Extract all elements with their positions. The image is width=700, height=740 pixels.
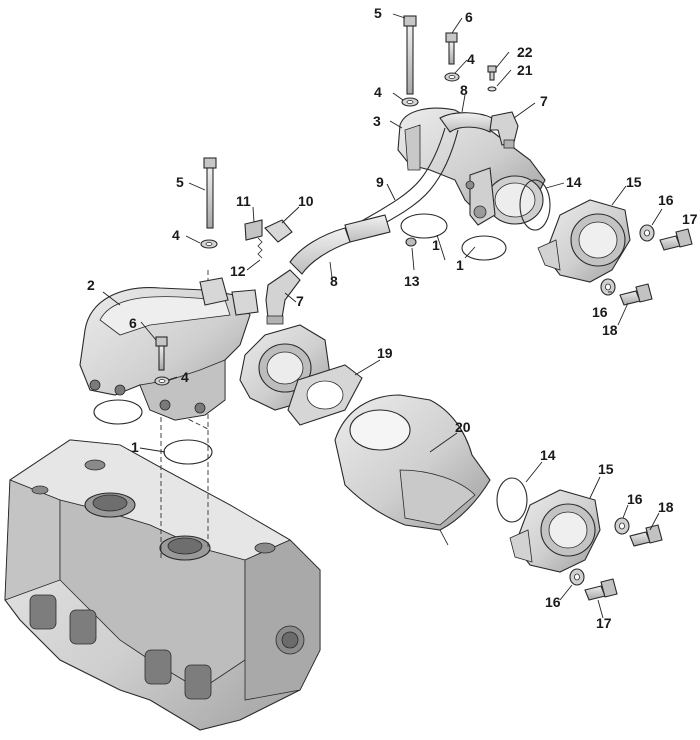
hose-clamp (244, 219, 293, 259)
callout-5: 5 (176, 174, 184, 190)
callout-8: 8 (460, 82, 468, 98)
callout-13: 13 (404, 273, 420, 289)
callout-17: 17 (596, 615, 612, 631)
callout-4: 4 (467, 51, 475, 67)
callout-4: 4 (374, 84, 382, 100)
callout-15: 15 (598, 461, 614, 477)
flange-bolts (584, 228, 693, 601)
elbow-fitting-lower (265, 269, 301, 325)
leader-lines (102, 13, 663, 619)
callout-11: 11 (236, 193, 251, 209)
short-bolts (155, 32, 458, 371)
callout-16: 16 (658, 192, 674, 208)
callout-7: 7 (296, 293, 304, 309)
sensor-plug (405, 237, 417, 247)
callout-labels: 5 6 22 4 21 4 8 7 3 9 14 15 16 17 5 11 1… (87, 5, 698, 631)
callout-1: 1 (131, 439, 139, 455)
callout-22: 22 (517, 44, 533, 60)
coolant-hose-upper (354, 112, 493, 238)
callout-21: 21 (517, 62, 533, 78)
o-rings (93, 213, 507, 465)
gasket (287, 364, 363, 426)
intake-manifold-left (79, 277, 259, 421)
callout-16: 16 (592, 304, 608, 320)
long-bolt-upper (403, 15, 417, 95)
air-duct (334, 394, 491, 546)
callout-16: 16 (545, 594, 561, 610)
callout-20: 20 (455, 419, 471, 435)
washers (154, 72, 460, 386)
callout-9: 9 (376, 174, 384, 190)
rubber-adapter-lower (509, 489, 601, 573)
elbow-fitting-upper (489, 111, 519, 149)
callout-16: 16 (627, 491, 643, 507)
callout-18: 18 (658, 499, 674, 515)
rubber-adapter-upper (537, 199, 631, 283)
callout-3: 3 (373, 113, 381, 129)
long-bolt-lower (203, 157, 217, 229)
callout-5: 5 (374, 5, 382, 21)
coolant-hose-main (289, 214, 391, 275)
callout-4: 4 (181, 369, 189, 385)
cylinder-head-block (4, 439, 321, 731)
callout-17: 17 (682, 211, 698, 227)
callout-2: 2 (87, 277, 95, 293)
callout-6: 6 (465, 9, 473, 25)
fastener-washers (569, 224, 655, 586)
callout-12: 12 (230, 263, 246, 279)
callout-18: 18 (602, 322, 618, 338)
callout-6: 6 (129, 315, 137, 331)
callout-10: 10 (298, 193, 314, 209)
o-rings-large (496, 179, 551, 523)
intake-manifold-upper (397, 107, 546, 226)
callout-1: 1 (432, 237, 440, 253)
callout-19: 19 (377, 345, 393, 361)
callout-15: 15 (626, 174, 642, 190)
callout-14: 14 (566, 174, 582, 190)
callout-4: 4 (172, 227, 180, 243)
callout-7: 7 (540, 93, 548, 109)
callout-14: 14 (540, 447, 556, 463)
callout-8: 8 (330, 273, 338, 289)
small-screw-and-washer (487, 65, 497, 92)
callout-1: 1 (456, 257, 464, 273)
